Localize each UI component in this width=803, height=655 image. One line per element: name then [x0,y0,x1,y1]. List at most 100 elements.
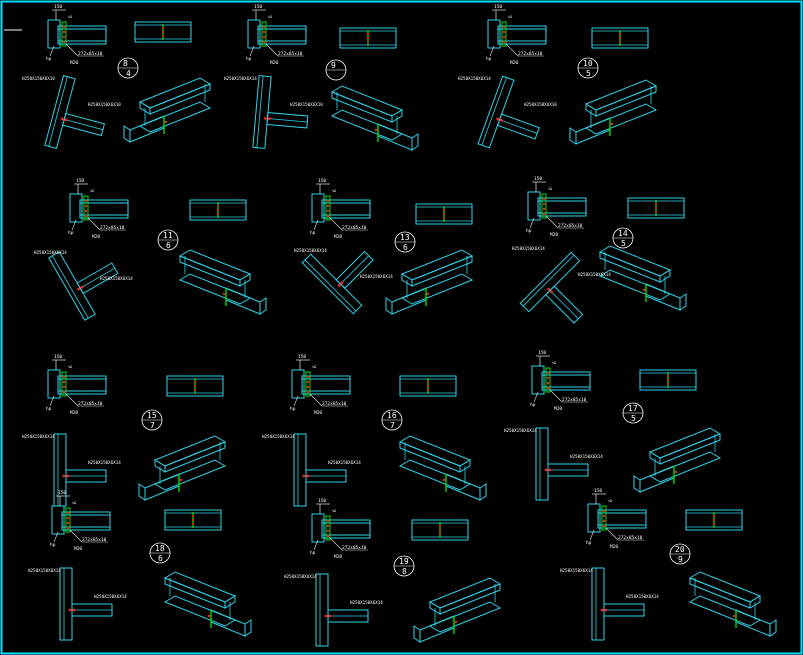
weld-symbol: hp [526,228,532,234]
bolt [337,284,341,287]
isometric-view [138,435,227,501]
bolt [426,292,430,296]
member-label-column: H250X150X6X14 [28,568,61,573]
leader [49,45,55,57]
isometric-view [569,79,658,145]
leader [605,527,619,541]
bolt [439,529,441,531]
bolt-spec: M20 [74,546,82,552]
bolt [66,526,70,530]
bolt [602,524,606,528]
member-label-beam: H250X150X6X14 [94,594,127,599]
plate-spec: 272x85x10 [322,401,347,407]
bolt [439,525,441,527]
bolt [542,202,546,206]
beam-section [639,369,697,391]
bolt [500,118,503,122]
weld-symbol: hp [246,56,252,62]
bolt-spec: M20 [70,60,78,66]
bolt [62,40,66,44]
bolt [302,474,306,478]
plate-spec: 272x85x10 [518,51,543,57]
plate-spec: 272x85x10 [278,51,303,57]
end-plate [325,515,331,541]
weld-symbol: hp [310,550,316,556]
bolt [326,209,330,213]
bolt [439,533,441,535]
plan-view [477,75,540,149]
plan-view [59,567,113,641]
leader [71,219,77,231]
column-member [315,573,329,647]
leader [489,45,495,57]
bolt [62,380,66,384]
beam-section [627,197,685,219]
bolt [619,37,621,39]
steel-face [225,287,261,315]
steel-face [144,473,180,501]
dim-text: 150 [534,176,542,182]
end-plate [261,21,267,47]
plate-spec: 272x85x10 [558,223,583,229]
steel-face [139,101,151,115]
bolt [66,516,70,520]
weld-symbol: hp [310,230,316,236]
steel-face [391,287,427,315]
bolt [443,209,445,211]
bolt [713,523,715,525]
bolt [546,386,550,390]
steel-face [138,101,212,133]
dim-text: 6 [68,365,74,368]
member-label-beam: H250X150X6X10 [290,102,323,107]
steel-face [129,115,165,143]
bolt [604,608,608,612]
bolt [217,205,219,207]
bolt [192,515,194,517]
bolt [502,30,506,34]
steel-face [224,595,236,609]
bolt [194,381,196,383]
bolt [326,524,330,528]
dim-text: 150 [76,178,84,184]
plan-view [293,433,347,507]
bolt [602,514,606,518]
detail-number: 14 [618,229,628,238]
steel-face [411,133,419,151]
leader [313,219,319,231]
bolt [84,214,88,218]
beam-elevation [321,199,371,219]
bolt [326,199,330,203]
steel-face [244,619,252,637]
column-stub [47,369,61,399]
bolt [502,25,506,29]
beam-section [411,519,469,541]
end-plate [61,371,67,397]
bolt [207,614,211,618]
bolt [262,30,266,34]
detail-sub: 7 [150,421,155,430]
plan-view [48,251,119,321]
dim-text: 150 [54,4,62,10]
end-plate [65,507,71,533]
web-line [304,259,357,312]
steel-face [178,273,252,305]
dim-text: 6 [552,361,558,364]
plate-spec: 272x85x10 [342,545,367,551]
bolt [443,213,445,215]
bolt [713,519,715,521]
dim-text: 6 [68,15,74,18]
bolt [642,288,646,292]
column-stub [69,193,83,223]
beam-elevation [597,509,647,529]
beam-section [166,375,224,397]
bolt [68,608,72,612]
member-label-beam: H250X150X6X14 [88,460,121,465]
detail-number: 20 [675,545,685,554]
bolt-spec: M20 [510,60,518,66]
detail-number: 11 [163,231,173,240]
beam-section [164,509,222,531]
